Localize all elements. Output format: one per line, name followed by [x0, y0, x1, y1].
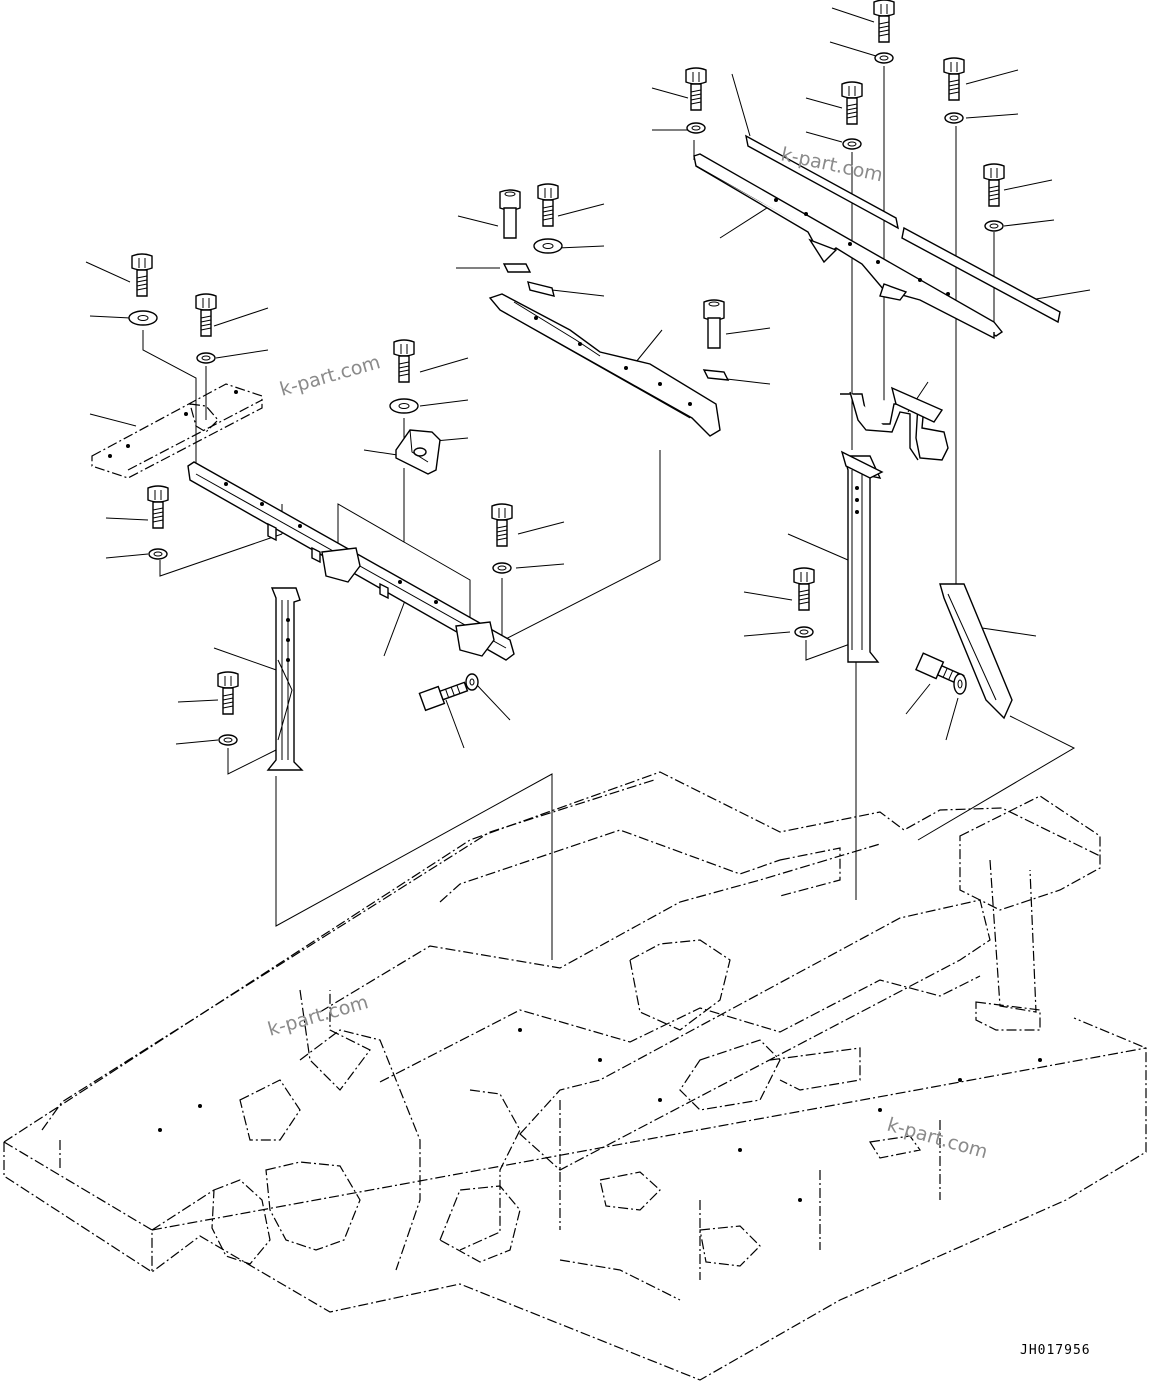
washer-icon [984, 220, 1004, 232]
washer-icon [128, 310, 158, 326]
alignment-lines [142, 66, 1076, 960]
hex-bolt-icon [873, 0, 895, 43]
hex-bolt-icon [983, 163, 1005, 207]
hex-bolt-icon [943, 57, 965, 101]
washer-icon [686, 122, 706, 134]
hex-bolt-icon [131, 253, 153, 297]
bracket-icon-left [395, 429, 441, 475]
clip-icon [527, 281, 555, 297]
support-beam-icon-center [488, 293, 721, 437]
washer-icon [842, 138, 862, 150]
washer-icon [389, 398, 419, 414]
hex-bolt-icon [147, 485, 169, 529]
leader-lines [85, 7, 1091, 749]
support-column-icon-right [793, 450, 884, 663]
clip-icon [502, 263, 532, 273]
washer-icon [218, 734, 238, 746]
hex-bolt-icon [841, 81, 863, 125]
hex-bolt-icon [217, 671, 239, 715]
support-column-icon-left [266, 587, 304, 771]
hex-bolt-icon [537, 183, 559, 227]
support-beam-icon-left [187, 461, 515, 661]
watermark-text: k-part.com [265, 991, 371, 1041]
hex-bolt-icon [491, 503, 513, 547]
hex-bolt-icon [195, 293, 217, 337]
washer-icon [492, 562, 512, 574]
washer-icon [794, 626, 814, 638]
watermark-text: k-part.com [885, 1114, 991, 1164]
hex-bolt-icon [685, 67, 707, 111]
washer-icon [148, 548, 168, 560]
hex-bolt-icon [393, 339, 415, 383]
washer-icon [196, 352, 216, 364]
support-stay-icon-right [915, 583, 1013, 720]
watermark-text: k-part.com [779, 143, 885, 186]
bolt-group-center [499, 183, 730, 381]
washer-icon [944, 112, 964, 124]
washer-icon [874, 52, 894, 64]
hex-bolt-icon [793, 567, 815, 611]
washer-icon [533, 238, 563, 254]
clip-icon [702, 369, 730, 381]
watermark-text: k-part.com [277, 351, 383, 401]
support-beam-icon-right [693, 134, 1061, 340]
bracket-icon-right [840, 386, 949, 461]
drawing-code: JH017956 [1020, 1343, 1091, 1358]
revolving-frame-icon [3, 771, 1147, 1381]
bolt-group-left [128, 253, 513, 746]
cover-plate-icon-left [91, 383, 263, 479]
